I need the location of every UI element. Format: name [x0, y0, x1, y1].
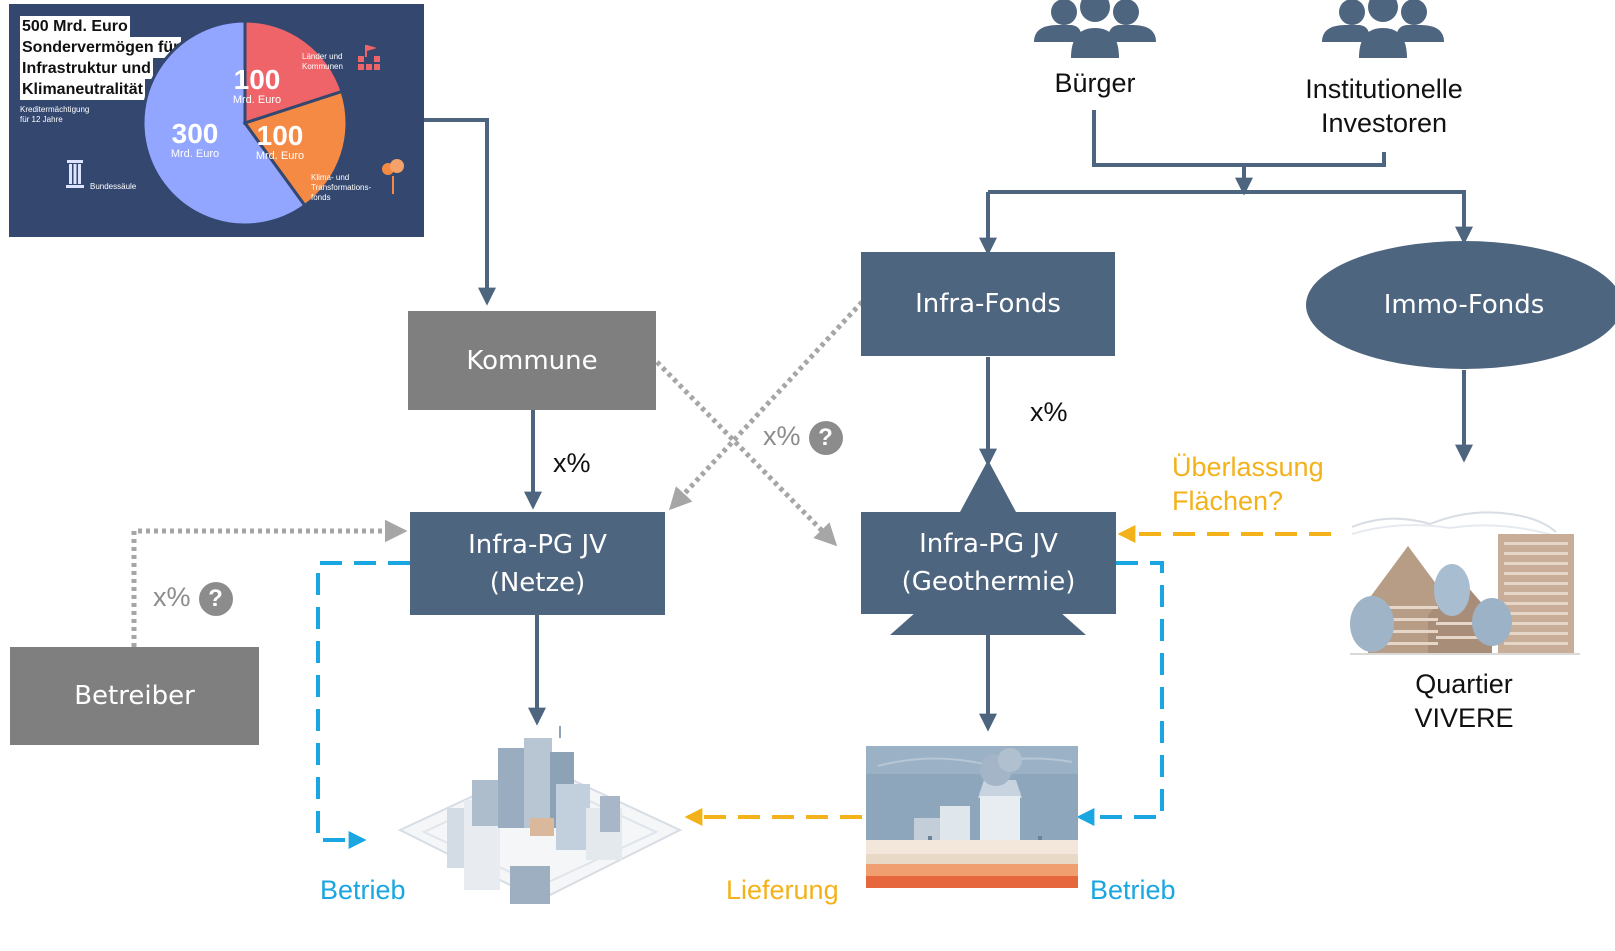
legend-climate: Klima- und Transformations- fonds — [311, 173, 372, 202]
kommune-label: Kommune — [466, 345, 598, 376]
citizens-people-icon — [1034, 0, 1156, 58]
edge-split — [988, 190, 1473, 245]
immo-fonds-ellipse — [1306, 241, 1615, 369]
infra-pg-netze-label: Infra-PG JV (Netze) — [468, 529, 607, 598]
edge-betreiber-to-netze — [131, 519, 408, 647]
quartier-illustration-icon — [1350, 511, 1580, 655]
cross-share-label: x%? — [763, 419, 843, 455]
edge-kommune-to-geo — [655, 360, 838, 547]
edge-buerger-down — [1092, 110, 1386, 167]
fonds-share-label: x% — [1030, 397, 1068, 427]
institutional-people-icon — [1322, 0, 1444, 58]
tree-icon — [382, 159, 404, 194]
betrieb-right-label: Betrieb — [1090, 875, 1176, 905]
fund-credit-note: Kreditermächtigung für 12 Jahre — [20, 105, 90, 124]
betreiber-share-label: x%? — [153, 580, 233, 616]
pie-slice-states — [243, 19, 344, 126]
column-icon — [66, 160, 84, 188]
betreiber-node[interactable]: Betreiber — [10, 647, 259, 745]
legend-states: Länder und Kommunen — [302, 52, 343, 71]
legend-federal: Bundessäule — [90, 182, 137, 191]
citizens-label: Bürger — [1054, 68, 1136, 98]
infra-pg-geo-node[interactable]: Infra-PG JV (Geothermie) — [861, 512, 1116, 614]
quartier-label: Quartier VIVERE — [1414, 669, 1514, 733]
edge-geo-betrieb — [1076, 561, 1164, 826]
geothermal-plant-illustration-icon — [866, 746, 1078, 888]
fund-title-line-3: Infrastruktur und — [20, 58, 153, 79]
fund-title-line-1: 500 Mrd. Euro — [20, 16, 130, 37]
fund-tile-title: 500 Mrd. Euro Sondervermögen für Infrast… — [20, 16, 182, 100]
pie-slice-federal — [141, 19, 308, 227]
edge-netze-betrieb — [316, 561, 410, 849]
infra-pg-netze-node[interactable]: Infra-PG JV (Netze) — [410, 512, 665, 615]
infra-fonds-label: Infra-Fonds — [915, 289, 1061, 319]
infra-pg-geo-label: Infra-PG JV (Geothermie) — [901, 529, 1076, 597]
kommune-share-label: x% — [553, 448, 591, 478]
institutional-investors-label: Institutionelle Investoren — [1305, 74, 1463, 138]
betreiber-label: Betreiber — [74, 681, 195, 711]
fund-title-line-4: Klimaneutralität — [20, 79, 145, 100]
infra-fonds-node[interactable]: Infra-Fonds — [861, 252, 1115, 356]
edge-fonds-to-netze — [668, 300, 864, 511]
lieferung-label: Lieferung — [726, 875, 839, 905]
fund-pie-chart — [66, 19, 404, 227]
city-illustration-icon — [397, 726, 683, 904]
fund-title-line-2: Sondervermögen für — [20, 37, 182, 58]
municipality-icon — [358, 45, 380, 70]
question-icon: ? — [198, 581, 233, 616]
pie-slice-climate — [242, 89, 349, 208]
fund-tile: 500 Mrd. Euro Sondervermögen für Infrast… — [9, 4, 424, 237]
immo-fonds-node[interactable]: Immo-Fonds — [1306, 241, 1615, 369]
ueberlassung-label: Überlassung Flächen? — [1172, 452, 1324, 516]
question-icon: ? — [808, 420, 843, 455]
betrieb-left-label: Betrieb — [320, 875, 406, 905]
geo-node-shape — [890, 460, 1086, 635]
immo-fonds-label: Immo-Fonds — [1383, 290, 1545, 320]
edge-tile-to-kommune — [424, 118, 496, 306]
kommune-node[interactable]: Kommune — [408, 311, 656, 410]
